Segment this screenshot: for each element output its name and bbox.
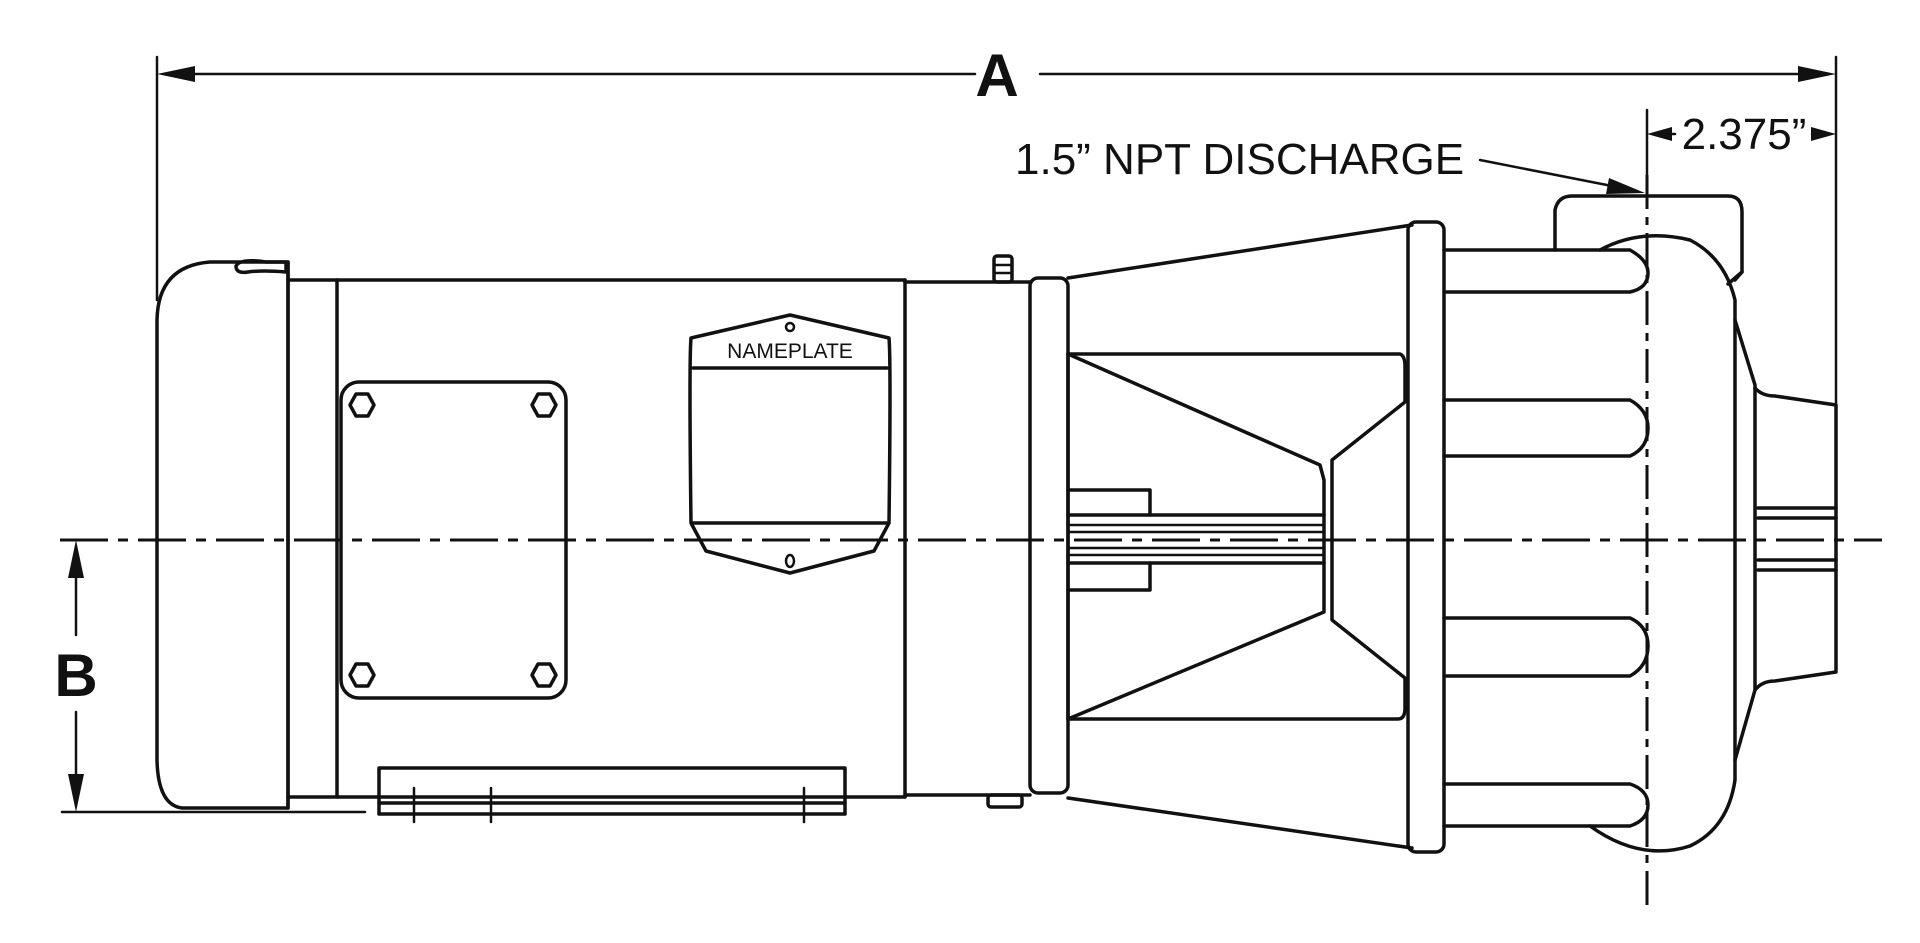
grease-fitting-top (992, 254, 1014, 284)
adapter-bracket (1066, 223, 1414, 850)
dimension-a-label: A (975, 42, 1018, 109)
dimension-b: B (54, 540, 367, 814)
discharge-callout: 1.5” NPT DISCHARGE (1015, 135, 1645, 194)
motor-flange (1028, 276, 1070, 795)
dimension-b-label: B (54, 642, 97, 709)
motor-body (286, 278, 1032, 799)
discharge-label: 1.5” NPT DISCHARGE (1015, 135, 1464, 184)
arrow-down-icon (68, 774, 84, 812)
arrow-up-icon (68, 540, 84, 578)
arrow-left-icon (1647, 127, 1672, 141)
motor-end-cover (155, 258, 290, 810)
arrow-right-icon (1798, 66, 1836, 82)
dimension-a: A (155, 42, 1838, 412)
pump-casing (1442, 194, 1744, 853)
grease-fitting-bottom (986, 793, 1024, 809)
pump-suction (1733, 318, 1838, 762)
arrow-right-icon (1811, 127, 1836, 141)
dimension-offset: 2.375” (1645, 108, 1836, 177)
leader-arrow-icon (1606, 178, 1645, 194)
conduit-box (339, 380, 568, 700)
pump-flange (1406, 220, 1446, 854)
mounting-foot (377, 766, 847, 824)
nameplate: NAMEPLATE (688, 313, 892, 575)
nameplate-label: NAMEPLATE (727, 340, 853, 363)
arrow-left-icon (157, 66, 195, 82)
dimension-offset-label: 2.375” (1682, 110, 1807, 159)
